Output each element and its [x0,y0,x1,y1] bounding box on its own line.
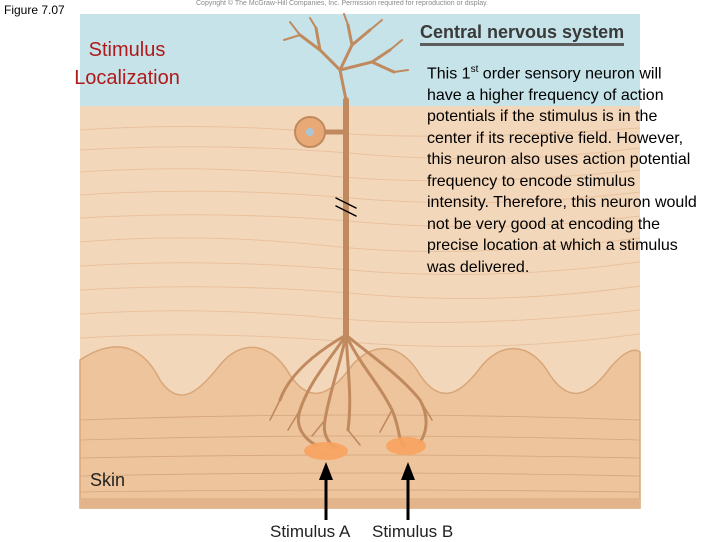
cns-label: Central nervous system [420,22,625,46]
figure-label: Figure 7.07 [4,3,65,17]
cns-region [80,14,640,106]
stimulus-b-arrow [401,462,415,520]
epidermis-layer [79,346,641,509]
skin-label: Skin [90,470,126,490]
stimulus-a-receptive-spot [304,442,348,460]
skin-surface [80,498,640,508]
explanation-rest: order sensory neuron will have a higher … [427,65,697,276]
nucleus [306,128,314,136]
dermis-texture [79,125,641,347]
axon-terminals [298,23,396,102]
explanation-text: This 1st order sensory neuron will have … [427,59,699,278]
slide-title-line-2: Localization [74,67,180,89]
stimulus-b-receptive-spot [386,437,426,455]
slide-title: Stimulus Localization [52,36,202,92]
slide-title-line-1: Stimulus [88,39,166,61]
stimulus-a-label: Stimulus A [270,522,351,541]
stimulus-a-arrow [319,462,333,520]
stimulus-b-label: Stimulus B [372,522,454,541]
epidermis-cells [79,414,641,493]
explanation-start: This 1 [427,65,471,83]
copyright-notice: Copyright © The McGraw-Hill Companies, I… [196,0,489,7]
ordinal-suffix: st [470,64,479,75]
